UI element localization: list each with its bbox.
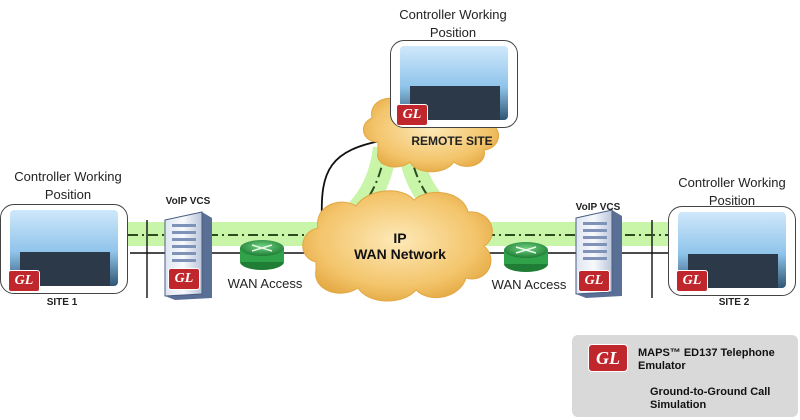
network-label: IP WAN Network xyxy=(330,230,470,262)
remote-site-label: REMOTE SITE xyxy=(411,134,493,148)
gl-badge-vcs1: GL xyxy=(168,268,200,290)
site2-vcs-label: VoIP VCS xyxy=(575,202,621,213)
site1-vcs-label: VoIP VCS xyxy=(165,196,211,207)
remote-cwp-line2: Position xyxy=(429,25,477,40)
remote-cwp-line1: Controller Working xyxy=(399,7,507,22)
site1-label: SITE 1 xyxy=(46,297,78,308)
site1-cwp-line2: Position xyxy=(44,187,92,202)
router-site2 xyxy=(504,242,548,272)
network-line2: WAN Network xyxy=(354,246,446,262)
wan-network-cloud xyxy=(302,190,493,302)
site1-cwp-label: Controller Working Position xyxy=(0,168,148,204)
remote-cwp-label: Controller Working Position xyxy=(373,6,533,42)
network-line1: IP xyxy=(393,230,407,246)
legend-call-label: Ground-to-Ground Call Simulation xyxy=(650,386,796,412)
gl-badge-site1: GL xyxy=(8,270,40,292)
gl-badge-site2: GL xyxy=(676,270,708,292)
router-site1 xyxy=(240,240,284,270)
legend-emulator-line2: Emulator xyxy=(638,360,686,372)
site1-cwp-line1: Controller Working xyxy=(14,169,122,184)
gl-badge-vcs2: GL xyxy=(578,270,610,292)
legend-call-line1: Ground-to-Ground Call xyxy=(650,386,771,398)
site2-cwp-line2: Position xyxy=(708,193,756,208)
link-remote-site xyxy=(320,139,386,221)
site2-cwp-line1: Controller Working xyxy=(678,175,786,190)
legend-emulator-line1: MAPS™ ED137 Telephone xyxy=(638,347,775,359)
site2-wan-access-label: WAN Access xyxy=(491,277,567,292)
legend-emulator-label: MAPS™ ED137 Telephone Emulator xyxy=(638,347,796,373)
legend-call-line2: Simulation xyxy=(650,399,707,411)
site2-cwp-label: Controller Working Position xyxy=(652,174,800,210)
site1-wan-access-label: WAN Access xyxy=(227,276,303,291)
site2-label: SITE 2 xyxy=(718,297,750,308)
gl-badge-remote: GL xyxy=(396,104,428,126)
legend-gl-badge: GL xyxy=(588,344,628,372)
